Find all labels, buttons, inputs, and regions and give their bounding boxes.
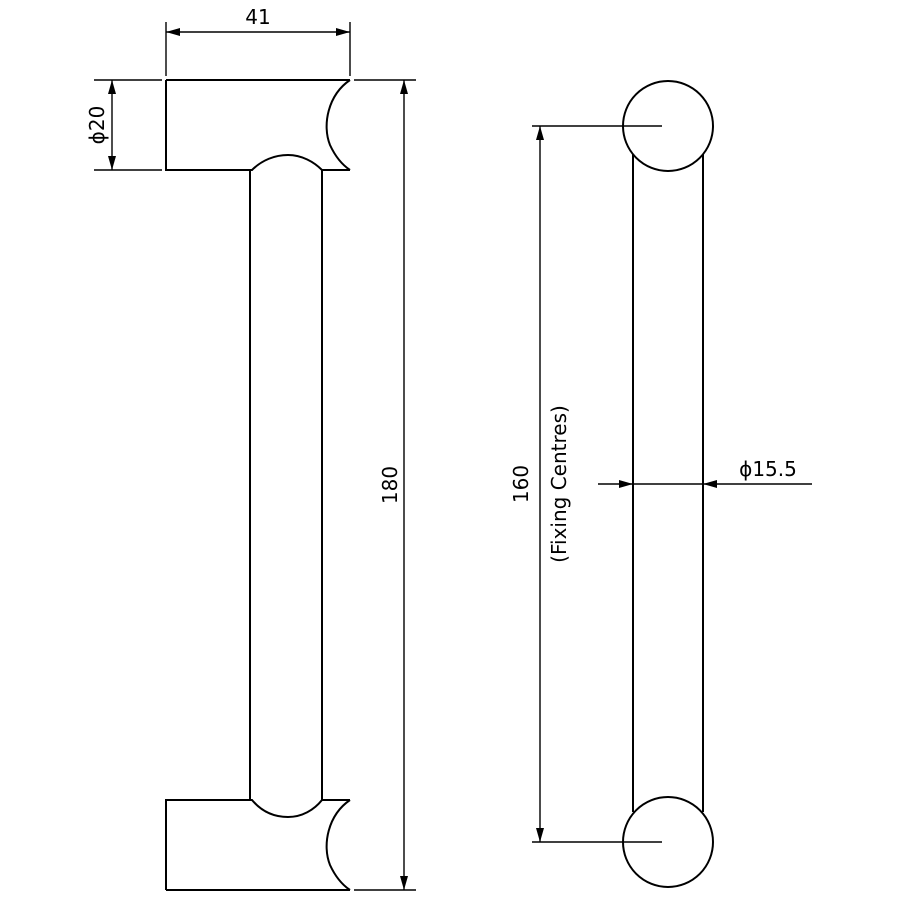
side-view: 41 ϕ20 180 [85, 5, 416, 891]
dimension-bar-diameter-label: ϕ15.5 [739, 457, 797, 481]
dimension-width: 41 [165, 5, 351, 76]
side-view-bar [249, 170, 323, 800]
dimension-fixing-centres-label: (Fixing Centres) [547, 405, 571, 563]
dimension-fixing-centres-value: 160 [509, 465, 533, 503]
dimension-overall-length-label: 180 [378, 466, 402, 504]
dimension-fixing-centres: 160 (Fixing Centres) [509, 125, 662, 843]
dimension-overall-length: 180 [354, 79, 416, 891]
dimension-bar-diameter: ϕ15.5 [598, 457, 812, 488]
dimension-width-label: 41 [245, 5, 270, 29]
front-view-bar [632, 150, 704, 812]
side-view-bottom-end [165, 799, 351, 891]
dimension-end-diameter: ϕ20 [85, 79, 162, 171]
dimension-end-diameter-label: ϕ20 [85, 106, 109, 145]
side-view-top-end [165, 79, 351, 171]
front-view: 160 (Fixing Centres) ϕ15.5 [509, 80, 812, 888]
